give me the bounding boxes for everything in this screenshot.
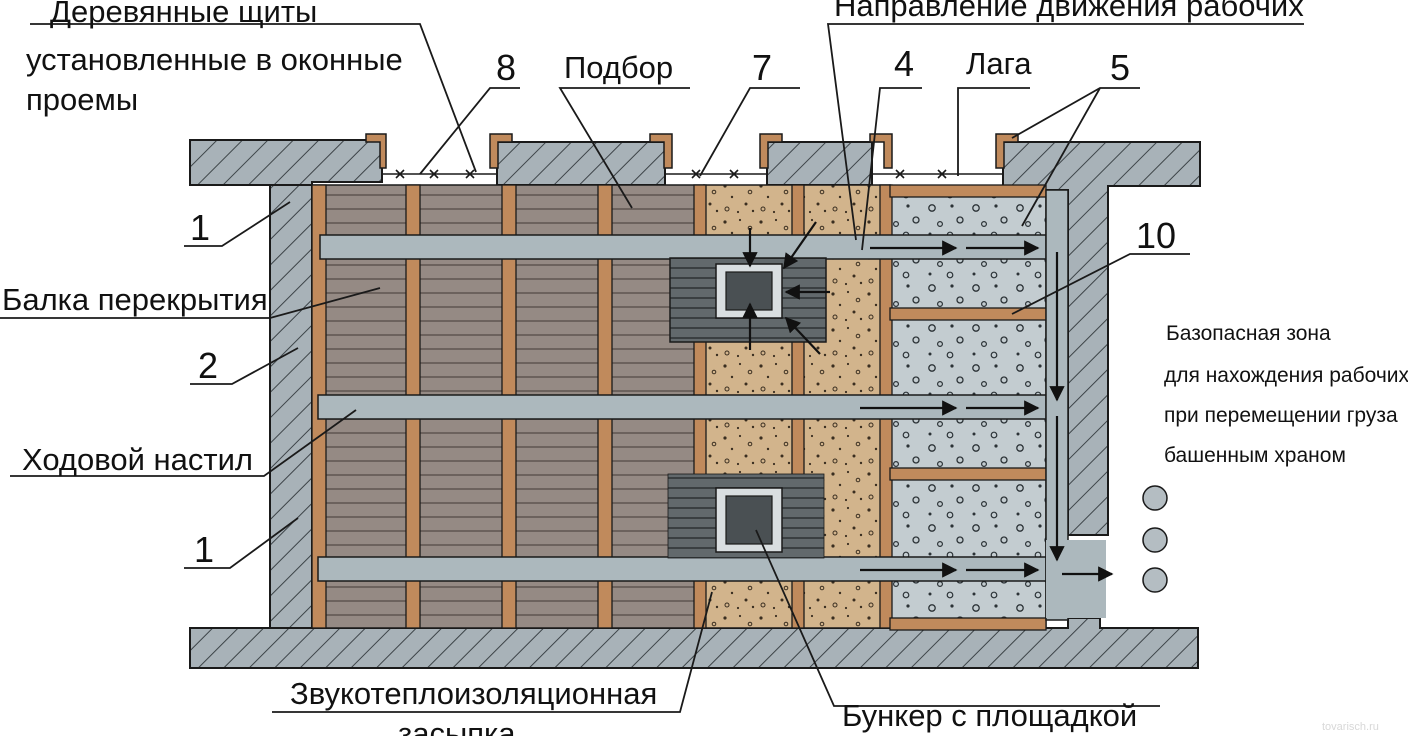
label-workers-direction: Направление движения рабочих xyxy=(834,0,1304,23)
watermark: tovarisch.ru xyxy=(1322,721,1379,733)
label-podbor: Подбор xyxy=(564,50,673,85)
window-jambs xyxy=(365,133,1019,169)
callout-7: 7 xyxy=(752,47,772,88)
callout-8: 8 xyxy=(496,47,516,88)
bunker-top xyxy=(669,257,827,343)
label-wooden-shields-2: установленные в оконные xyxy=(26,42,403,77)
label-safe-zone-4: башенным храном xyxy=(1164,444,1346,467)
left-wall xyxy=(269,184,313,631)
bunker-bottom xyxy=(667,473,825,559)
callout-10: 10 xyxy=(1136,215,1176,256)
callout-5: 5 xyxy=(1110,47,1130,88)
callout-2: 2 xyxy=(198,345,218,386)
label-insulation-2: засыпка xyxy=(398,716,516,736)
label-wooden-shields-3: проемы xyxy=(26,82,138,117)
label-walkway: Ходовой настил xyxy=(22,442,253,477)
shield-marks xyxy=(395,169,947,179)
label-bunker: Бункер с площадкой xyxy=(842,698,1137,733)
label-laga: Лага xyxy=(966,46,1032,81)
walkway-vertical xyxy=(1045,189,1069,621)
leader-lines xyxy=(0,23,1304,713)
callout-1-bottom: 1 xyxy=(194,529,214,570)
callout-4: 4 xyxy=(894,43,914,84)
label-insulation-1: Звукотеплоизоляционная xyxy=(290,676,657,711)
callout-1-top: 1 xyxy=(190,207,210,248)
walkway-exit xyxy=(1046,540,1106,618)
label-beam: Балка перекрытия xyxy=(2,282,268,317)
label-safe-zone-3: при перемещении груза xyxy=(1164,404,1398,427)
label-safe-zone-1: Базопасная зона xyxy=(1166,322,1331,345)
top-wall-pier-1 xyxy=(496,141,666,186)
top-wall-pier-2 xyxy=(766,141,873,186)
label-safe-zone-2: для нахождения рабочих xyxy=(1164,364,1408,387)
top-wall-left xyxy=(189,139,383,186)
safe-zone-markers xyxy=(1142,485,1168,593)
direction-arrows xyxy=(742,221,1114,582)
label-wooden-shields-1: Деревянные щиты xyxy=(50,0,317,29)
